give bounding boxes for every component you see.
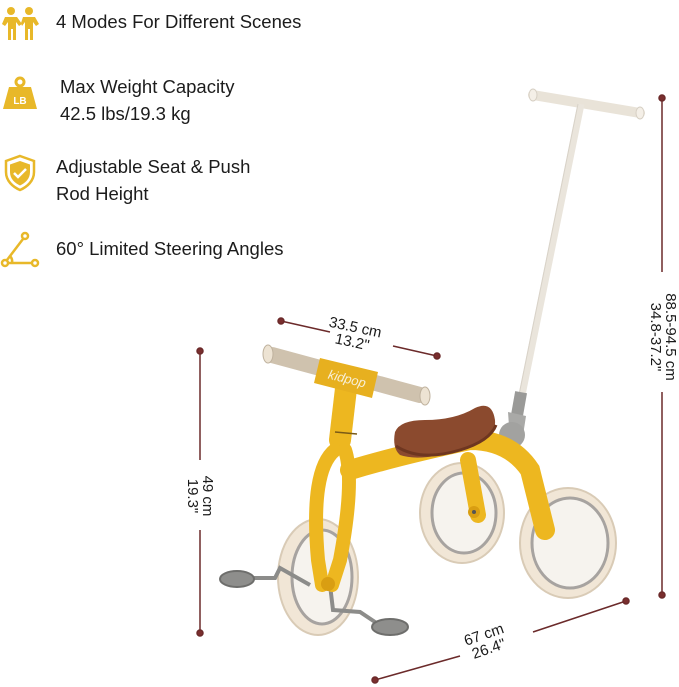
feature-text: 60° Limited Steering Angles [56, 238, 284, 259]
feature-text: Rod Height [56, 183, 149, 204]
feature-text: 4 Modes For Different Scenes [56, 11, 302, 32]
push-rod [499, 88, 645, 448]
svg-text:LB: LB [13, 96, 26, 107]
feature-text: 42.5 lbs/19.3 kg [60, 103, 191, 124]
feature-text: Adjustable Seat & Push [56, 156, 251, 177]
dimension-total-height: 88.5-94.5 cm 34.8-37.2" [647, 293, 679, 381]
rear-wheel-left [419, 462, 505, 564]
two-people-icon [0, 4, 40, 44]
feature-modes: 4 Modes For Different Scenes [0, 4, 301, 44]
pedals [219, 565, 409, 636]
dimension-lines [196, 94, 666, 684]
steering-angle-icon [0, 230, 40, 270]
feature-weight: LB Max Weight Capacity 42.5 lbs/19.3 kg [0, 73, 234, 127]
feature-steering: 60° Limited Steering Angles [0, 230, 283, 270]
handlebar [262, 344, 431, 406]
feature-adjustable: Adjustable Seat & Push Rod Height [0, 153, 250, 207]
seat [394, 405, 496, 458]
feature-text: Max Weight Capacity [60, 76, 235, 97]
shield-check-icon [0, 153, 40, 193]
dimension-handlebar-height: 49 cm 19.3" [184, 475, 216, 517]
weight-lb-icon: LB [0, 73, 40, 113]
